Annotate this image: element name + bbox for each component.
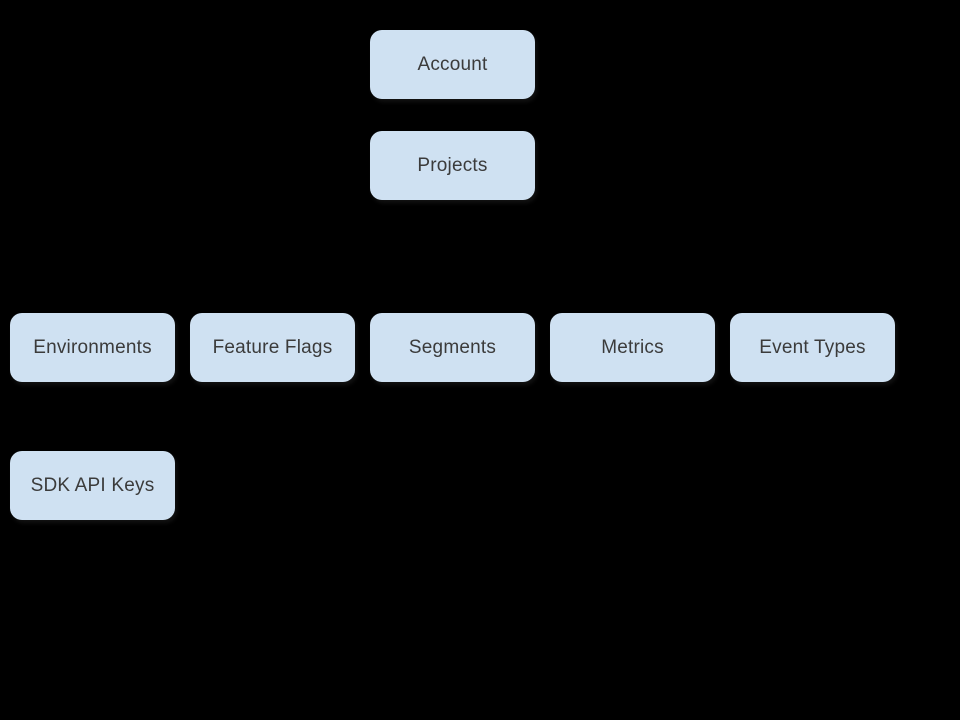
node-sdk-api-keys: SDK API Keys	[10, 451, 175, 520]
node-segments: Segments	[370, 313, 535, 382]
node-environments: Environments	[10, 313, 175, 382]
node-feature-flags: Feature Flags	[190, 313, 355, 382]
node-account: Account	[370, 30, 535, 99]
node-projects: Projects	[370, 131, 535, 200]
node-metrics: Metrics	[550, 313, 715, 382]
node-event-types: Event Types	[730, 313, 895, 382]
